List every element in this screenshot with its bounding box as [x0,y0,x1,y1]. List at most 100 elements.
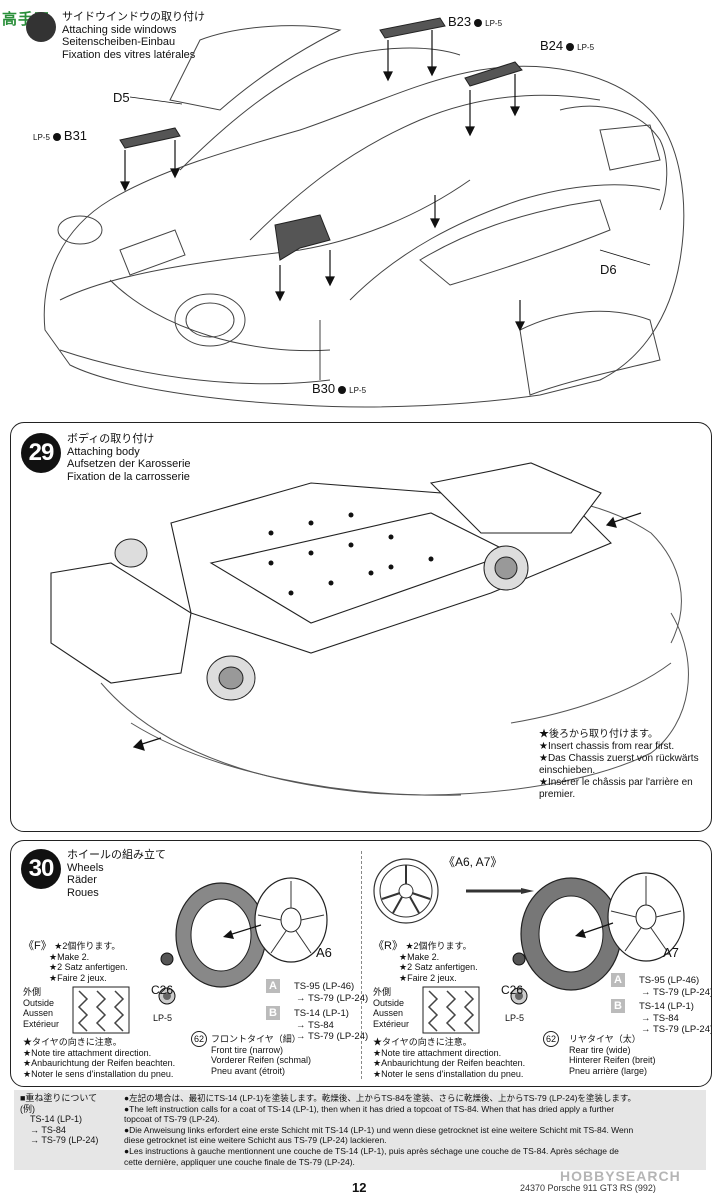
rear-direction-notes: ★タイヤの向きに注意。 ★Note tire attachment direct… [373,1037,525,1079]
layering-text-line: ●The left instruction calls for a coat o… [124,1103,615,1114]
front-cap-paint: LP-5 [153,1013,173,1023]
step-29-title-en: Attaching body [67,445,140,458]
paint-dot-icon [338,385,347,394]
front-tire-number: 62 [191,1031,207,1047]
paint-letter-a: A [266,979,280,993]
rear-tire-wheel-illustration [520,872,685,991]
part-b23-id: B23 [448,14,472,29]
rear-tread-pattern-icon [422,986,480,1034]
step-29-title-fr: Fixation de la carrosserie [67,470,190,483]
rear-outside-jp: 外側 [373,987,392,997]
rear-make-en: ★Make 2. [399,951,440,962]
step-30-title: ホイールの組み立て Wheels Räder Roues [67,849,166,899]
step-29-panel: 29 ボディの取り付け Attaching body Aufsetzen der… [10,422,712,832]
paint-letter-a: A [611,973,625,987]
layering-example-line: → TS-79 (LP-24) [30,1135,99,1145]
rear-make-notes: 《R》 ★2個作ります。 ★Make 2. ★2 Satz anfertigen… [373,941,478,983]
front-make-en: ★Make 2. [49,951,90,962]
rear-outside-de: Aussen [373,1008,404,1018]
wheel-rim-icon [373,858,439,924]
rear-tag-label: 《R》 [373,940,403,952]
layering-text: ●左記の場合は、最初にTS-14 (LP-1)を塗装します。乾燥後、上からTS-… [124,1093,636,1167]
rear-paint-a-row: A TS-95 (LP-46) [611,973,711,987]
front-tire-de: Vorderer Reifen (schmal) [211,1055,312,1065]
rear-tag: 《R》 ★2個作ります。 [373,941,478,952]
step-28-car-illustration [43,17,685,408]
rear-tire-label: リヤタイヤ（太） Rear tire (wide) Hinterer Reife… [569,1034,656,1076]
rear-tire-jp: リヤタイヤ（太） [569,1034,641,1044]
page-number: 12 [352,1180,367,1195]
rear-direction-en: ★Note tire attachment direction. [373,1047,502,1058]
front-outside-en: Outside [23,997,55,1008]
rear-paint-b-line: → TS-84 [641,1013,679,1024]
step-30-title-de: Räder [67,874,97,886]
rear-make-de: ★2 Satz anfertigen. [399,962,478,972]
front-tread-pattern-icon [72,986,130,1034]
front-make-de: ★2 Satz anfertigen. [49,962,128,972]
front-rear-divider [361,851,362,1079]
layering-text-line: ●Les instructions à gauche mentionnent u… [124,1145,619,1156]
paint-dot-icon [566,42,575,51]
rear-cap-paint: LP-5 [505,1013,525,1023]
step-29-title-de: Aufsetzen der Karosserie [67,458,191,470]
rear-direction-de: ★Anbaurichtung der Reifen beachten. [373,1058,526,1068]
step-29-chassis-illustration [50,462,689,796]
step-28-title: サイドウインドウの取り付け Attaching side windows Sei… [62,11,205,61]
rear-paint-b-row: B TS-14 (LP-1) [611,999,711,1013]
front-tire-wheel-illustration [175,877,328,988]
layering-text-line: topcoat of TS-79 (LP-24). [124,1114,220,1125]
rear-make-jp: ★2個作ります。 [405,941,472,951]
step-30-panel: 30 ホイールの組み立て Wheels Räder Roues 《A6, A7》… [10,840,712,1087]
step-30-title-en: Wheels [67,861,104,874]
rear-cap-label: C26 [501,983,523,997]
wheel-callout-label: 《A6, A7》 [443,855,503,869]
front-paint-b-line: → TS-79 (LP-24) [296,1031,369,1042]
front-paint-b-line: → TS-84 [296,1020,334,1031]
rear-paint-b: B TS-14 (LP-1) → TS-84 → TS-79 (LP-24) [611,999,712,1035]
step-29-title-jp: ボディの取り付け [67,433,155,445]
rear-paint-b-line: TS-14 (LP-1) [639,1001,694,1012]
rear-tire-number: 62 [543,1031,559,1047]
step-28-title-en: Attaching side windows [62,23,177,36]
layering-text-line: cette dernière, appliquer une couche fin… [124,1156,355,1167]
step-29-note-line: ★Insert chassis from rear first. [539,741,675,752]
layering-example: (例) [20,1103,35,1114]
front-tag-label: 《F》 [23,940,52,952]
front-outside-fr: Extérieur [23,1018,60,1029]
front-cap-icon [158,952,176,1005]
rear-tire-en: Rear tire (wide) [569,1044,631,1055]
front-tire-label: フロントタイヤ（細） Front tire (narrow) Vorderer … [211,1034,311,1076]
paint-dot-icon [474,18,483,27]
step-30-number: 30 [21,849,61,889]
hobbysearch-watermark-logo: HOBBYSEARCH [560,1168,681,1184]
front-tire-en: Front tire (narrow) [211,1044,284,1055]
rear-direction-jp: ★タイヤの向きに注意。 [373,1037,472,1047]
step-28-number [26,12,56,42]
paint-letter-b: B [611,999,625,1013]
step-30-title-fr: Roues [67,886,99,899]
front-direction-fr: ★Noter le sens d'installation du pneu. [23,1068,174,1079]
part-b31-id: B31 [63,128,88,143]
rear-outside-en: Outside [373,997,405,1008]
rear-make-fr: ★Faire 2 jeux. [399,972,457,983]
front-outside-label: 外側 Outside Aussen Extérieur [23,987,59,1029]
product-code: 24370 Porsche 911 GT3 RS (992) [520,1183,656,1193]
step-28-title-fr: Fixation des vitres latérales [62,48,196,61]
front-make-fr: ★Faire 2 jeux. [49,972,107,983]
step-29-note-line: ★後ろから取り付けます。 [539,729,658,740]
part-b30-id: B30 [312,381,336,396]
rear-paint-a-line: TS-95 (LP-46) [639,975,700,986]
front-cap-id: C26 [151,983,174,997]
front-tire-fr: Pneu avant (étroit) [211,1065,286,1076]
paint-letter-b: B [266,1006,280,1020]
part-b24-id: B24 [540,38,564,53]
rear-direction-fr: ★Noter le sens d'installation du pneu. [373,1068,524,1079]
paint-brush-icon [466,888,534,894]
front-paint-b-line: TS-14 (LP-1) [294,1008,349,1019]
rear-paint-b-line: → TS-79 (LP-24) [641,1024,712,1035]
rear-tire-de: Hinterer Reifen (breit) [569,1055,656,1065]
